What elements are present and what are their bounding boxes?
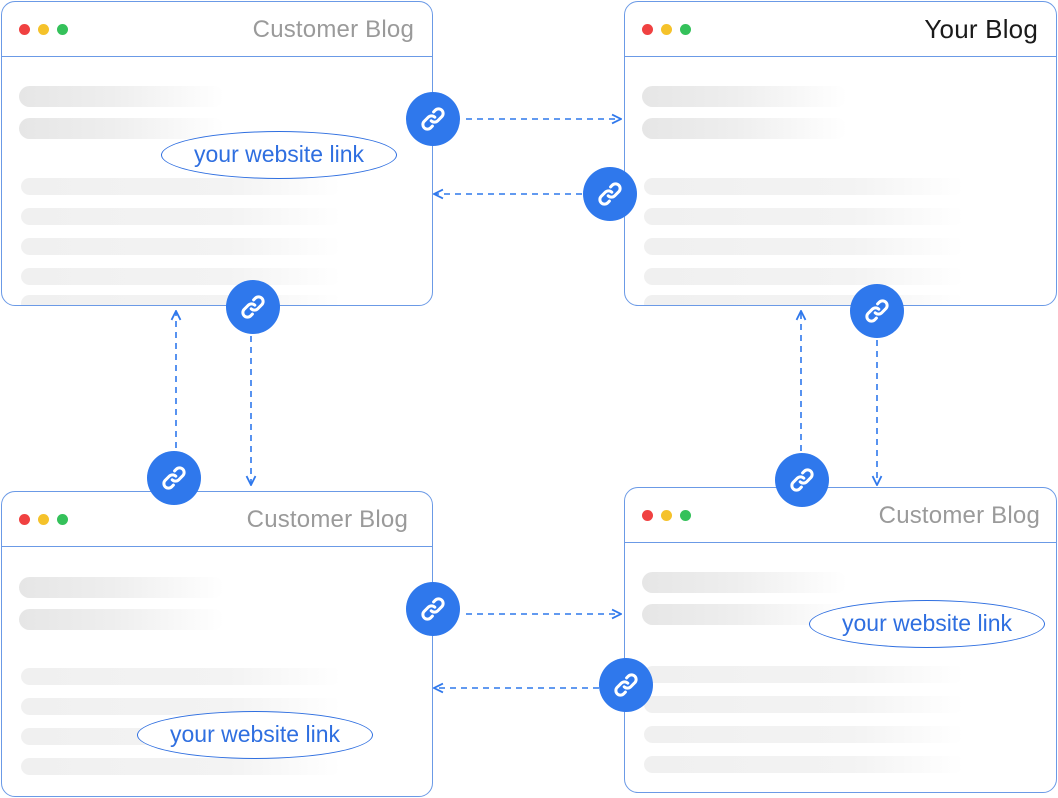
- window-title: Customer Blog: [252, 16, 414, 43]
- minimize-dot-icon[interactable]: [661, 24, 672, 35]
- chain-glyph: [162, 466, 186, 490]
- window-titlebar: Your Blog: [625, 2, 1056, 57]
- link-chain-icon[interactable]: [226, 280, 280, 334]
- placeholder-line: [21, 268, 341, 285]
- website-link-highlight[interactable]: your website link: [809, 600, 1045, 648]
- minimize-dot-icon[interactable]: [38, 24, 49, 35]
- placeholder-line: [21, 758, 341, 775]
- maximize-dot-icon[interactable]: [680, 510, 691, 521]
- customer-blog-window-top-left: Customer Blog your website link: [1, 1, 433, 306]
- placeholder-line: [19, 118, 224, 139]
- chain-glyph: [241, 295, 265, 319]
- placeholder-line: [21, 295, 341, 305]
- link-chain-icon[interactable]: [775, 453, 829, 507]
- placeholder-line: [21, 668, 341, 685]
- link-chain-icon[interactable]: [406, 92, 460, 146]
- your-blog-window: Your Blog: [624, 1, 1057, 306]
- chain-glyph: [421, 107, 445, 131]
- window-titlebar: Customer Blog: [2, 2, 432, 57]
- placeholder-line: [644, 268, 964, 285]
- placeholder-line: [19, 577, 224, 598]
- maximize-dot-icon[interactable]: [680, 24, 691, 35]
- chain-glyph: [790, 468, 814, 492]
- placeholder-line: [644, 208, 964, 225]
- placeholder-line: [644, 178, 964, 195]
- chain-glyph: [598, 182, 622, 206]
- link-chain-icon[interactable]: [599, 658, 653, 712]
- placeholder-line: [644, 756, 964, 773]
- link-chain-icon[interactable]: [583, 167, 637, 221]
- link-chain-icon[interactable]: [850, 284, 904, 338]
- close-dot-icon[interactable]: [642, 24, 653, 35]
- window-title: Customer Blog: [878, 502, 1040, 529]
- placeholder-line: [642, 572, 847, 593]
- placeholder-line: [21, 208, 341, 225]
- placeholder-line: [644, 696, 964, 713]
- website-link-highlight[interactable]: your website link: [137, 711, 373, 759]
- close-dot-icon[interactable]: [19, 514, 30, 525]
- placeholder-line: [644, 295, 964, 305]
- close-dot-icon[interactable]: [19, 24, 30, 35]
- placeholder-line: [644, 666, 964, 683]
- maximize-dot-icon[interactable]: [57, 24, 68, 35]
- placeholder-line: [642, 604, 847, 625]
- close-dot-icon[interactable]: [642, 510, 653, 521]
- maximize-dot-icon[interactable]: [57, 514, 68, 525]
- minimize-dot-icon[interactable]: [38, 514, 49, 525]
- placeholder-line: [19, 86, 224, 107]
- chain-glyph: [421, 597, 445, 621]
- minimize-dot-icon[interactable]: [661, 510, 672, 521]
- website-link-highlight[interactable]: your website link: [161, 131, 397, 179]
- placeholder-line: [21, 238, 341, 255]
- placeholder-line: [19, 609, 224, 630]
- window-title: Customer Blog: [246, 506, 408, 533]
- placeholder-line: [21, 178, 341, 195]
- placeholder-line: [644, 238, 964, 255]
- chain-glyph: [865, 299, 889, 323]
- chain-glyph: [614, 673, 638, 697]
- link-chain-icon[interactable]: [406, 582, 460, 636]
- window-title: Your Blog: [924, 14, 1038, 44]
- placeholder-line: [642, 118, 847, 139]
- customer-blog-window-bottom-right: Customer Blog your website link: [624, 487, 1057, 793]
- window-titlebar: Customer Blog: [2, 492, 432, 547]
- link-chain-icon[interactable]: [147, 451, 201, 505]
- placeholder-line: [644, 726, 964, 743]
- placeholder-line: [642, 86, 847, 107]
- customer-blog-window-bottom-left: Customer Blog your website link: [1, 491, 433, 797]
- window-titlebar: Customer Blog: [625, 488, 1056, 543]
